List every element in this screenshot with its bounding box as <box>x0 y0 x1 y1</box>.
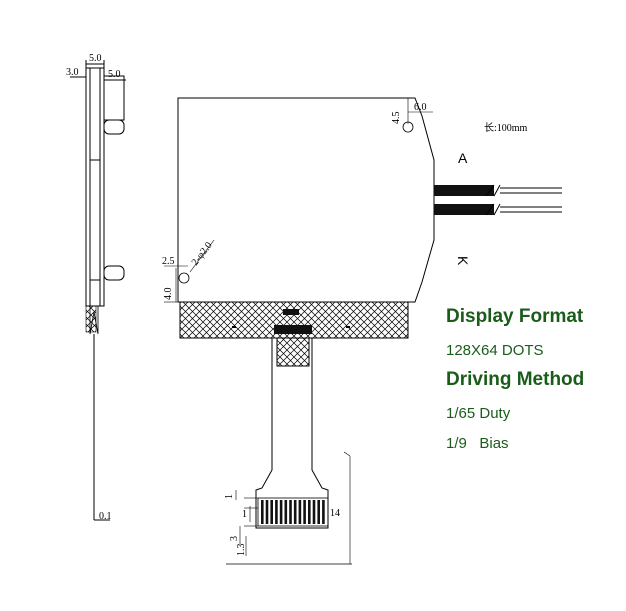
dim-pin-width: 1.3 <box>236 544 247 557</box>
dim-mount-hole-label: 2-φ2.0 <box>190 240 215 268</box>
dim-mount-hole-offset-top: 4.5 <box>391 112 402 125</box>
side-view <box>70 60 126 521</box>
flex-cable-reinforcement <box>276 337 310 367</box>
driving-method-heading: Driving Method <box>446 369 585 390</box>
dim-bottom-offset-a: 2.5 <box>162 256 175 267</box>
bias-value: 1/9 Bias <box>446 435 509 452</box>
dim-side-top-width: 5.0 <box>89 53 102 64</box>
front-view <box>164 97 435 565</box>
side-view-bracket-top <box>103 75 125 121</box>
display-format-value: 128X64 DOTS <box>446 342 544 359</box>
dim-pin-count: 14 <box>330 508 340 519</box>
side-view-body <box>85 67 105 307</box>
dim-bottom-offset-b: 4.0 <box>163 288 174 301</box>
connector-pin <box>279 500 283 524</box>
connector-pin <box>298 500 302 524</box>
connector-pin <box>284 500 288 524</box>
dim-side-left-offset: 3.0 <box>66 67 79 78</box>
side-view-bracket-bottom <box>103 265 125 281</box>
dim-pin-total: 3 <box>229 536 240 541</box>
duty-value: 1/65 Duty <box>446 405 511 422</box>
connector-pin <box>289 500 292 524</box>
connector-pin <box>308 500 311 524</box>
wire-length-label: 长:100mm <box>484 122 528 134</box>
wire-anode-sleeve <box>434 185 494 196</box>
connector-pin-array <box>261 500 325 524</box>
wire-anode-label: A <box>458 150 468 166</box>
connector-pin <box>275 500 278 524</box>
flex-cable-tail <box>255 338 329 529</box>
connector-pin <box>303 500 306 524</box>
dim-pin-offset: 1 <box>224 494 235 499</box>
dim-mount-hole-offset-right: 6.0 <box>414 102 427 113</box>
dim-cable-thickness: 0.1 <box>99 511 112 522</box>
connector-pin <box>317 500 320 524</box>
backlight-wires <box>434 184 562 216</box>
dim-pin-pitch: 1 <box>242 509 247 520</box>
connector-pins <box>257 497 329 527</box>
connector-pin <box>322 500 325 524</box>
dim-side-right-offset: 5.0 <box>108 69 121 80</box>
connector-pin <box>270 500 273 524</box>
lcd-panel-outline <box>177 97 435 303</box>
wire-cathode-sleeve <box>434 204 494 215</box>
connector-pin <box>265 500 269 524</box>
wire-cathode-label: K <box>455 256 471 266</box>
connector-pin <box>293 500 297 524</box>
connector-pin <box>312 500 316 524</box>
mount-hole-bottom-left <box>178 272 190 284</box>
connector-pin <box>261 500 264 524</box>
display-format-heading: Display Format <box>446 306 584 327</box>
